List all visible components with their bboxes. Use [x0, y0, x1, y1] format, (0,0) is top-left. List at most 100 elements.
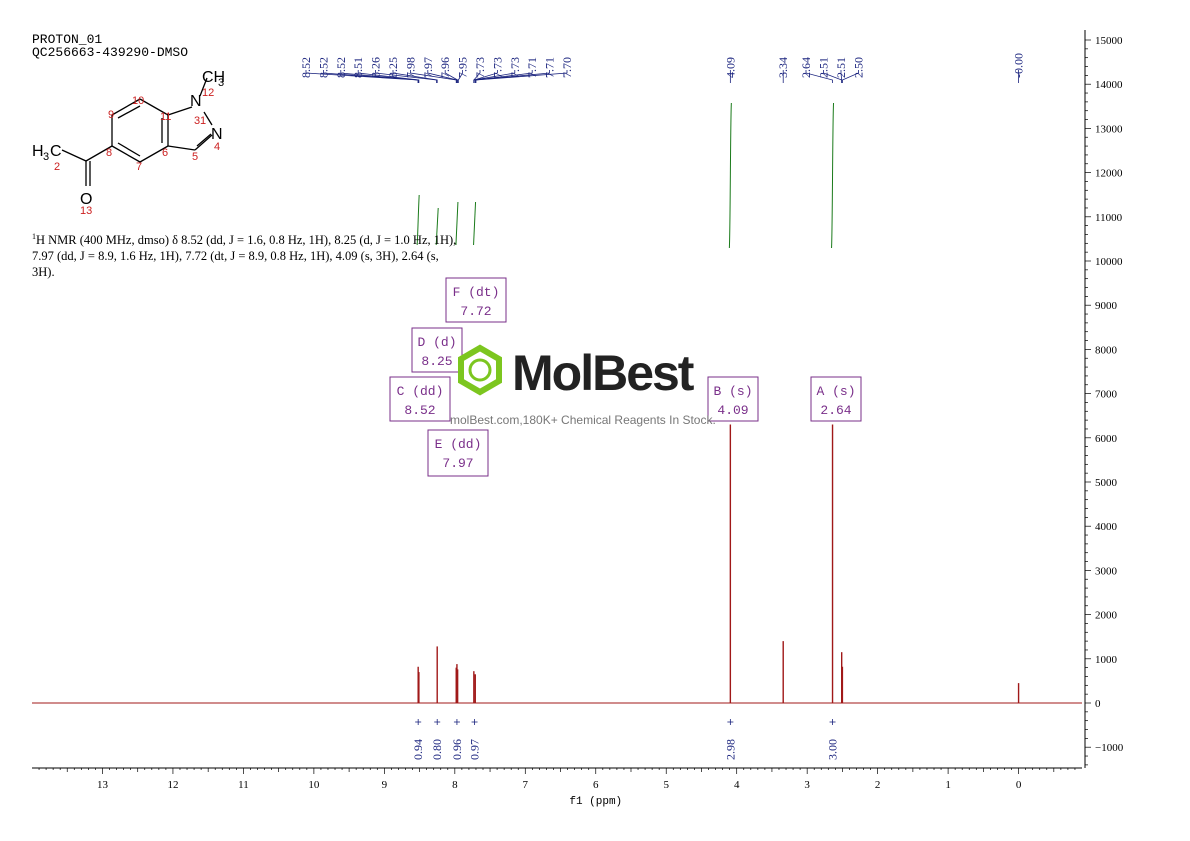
peak-label: 7.95 — [456, 57, 470, 78]
atom-number: 2 — [54, 161, 60, 173]
multiplet-label: F (dt) — [453, 285, 500, 300]
multiplet-shift: 8.52 — [404, 403, 435, 418]
atom-subscript: 3 — [43, 151, 49, 163]
multiplet-box — [445, 277, 507, 323]
molecule-bond — [167, 145, 196, 151]
integral-curve — [728, 102, 732, 249]
integral-curve — [831, 102, 835, 249]
y-tick-label: 13000 — [1095, 123, 1123, 135]
x-axis-label: f1 (ppm) — [569, 796, 622, 808]
y-tick-label: 12000 — [1095, 168, 1123, 180]
x-tick-label: 9 — [382, 779, 388, 791]
y-tick-label: 8000 — [1095, 344, 1118, 356]
peak-label: 7.97 — [421, 57, 435, 78]
peak-label: 7.73 — [473, 57, 487, 78]
peak-label-leader — [392, 70, 438, 83]
x-tick-label: 4 — [734, 779, 740, 791]
multiplet-box — [411, 327, 463, 373]
atom-number: 1 — [200, 115, 206, 127]
watermark-subtitle: molBest.com,180K+ Chemical Reagents In S… — [450, 413, 716, 427]
multiplet-box — [707, 376, 759, 422]
peak-label: 4.09 — [723, 57, 737, 78]
molecule-bond — [139, 98, 169, 116]
peak-label-leader — [473, 70, 516, 83]
peak-label-leader — [427, 70, 458, 83]
peak-label-leader — [474, 70, 550, 83]
integral-value: 0.97 — [468, 739, 482, 760]
atom-number: 7 — [136, 161, 142, 173]
y-tick-label: 5000 — [1095, 477, 1118, 489]
multiplet-shift: 7.97 — [442, 456, 473, 471]
molecule-bond — [85, 145, 113, 162]
y-tick-label: 3000 — [1095, 565, 1118, 577]
x-tick-label: 11 — [238, 779, 249, 791]
integral-value: 0.80 — [430, 739, 444, 760]
x-tick-label: 1 — [945, 779, 951, 791]
molecule-bond — [61, 149, 87, 162]
nmr-description: 1H NMR (400 MHz, dmso) δ 8.52 (dd, J = 1… — [32, 229, 462, 280]
peak-label-leader — [805, 70, 833, 83]
integral-curve — [455, 201, 459, 246]
peak-label: 8.52 — [299, 57, 313, 78]
atom-label: N — [211, 126, 223, 143]
atom-number: 3 — [194, 115, 200, 127]
peak-label-leader — [475, 70, 568, 83]
integral-curve — [473, 201, 477, 246]
atom-label: N — [190, 93, 202, 110]
x-tick-label: 7 — [523, 779, 529, 791]
y-tick-label: 6000 — [1095, 433, 1118, 445]
molecule-bond — [196, 133, 212, 147]
x-tick-label: 12 — [167, 779, 178, 791]
peak-label: 8.52 — [334, 57, 348, 78]
atom-label: C — [50, 143, 62, 160]
peak-label: 8.26 — [369, 57, 383, 78]
x-tick-label: 2 — [875, 779, 881, 791]
peak-label-leader — [444, 70, 459, 83]
peak-label: 7.70 — [560, 57, 574, 78]
y-tick-label: 0 — [1095, 698, 1101, 710]
molecule-bond — [203, 111, 213, 126]
peak-label: 7.73 — [508, 57, 522, 78]
molecule-bond — [111, 98, 141, 116]
peak-label-leader — [840, 70, 843, 83]
multiplet-label: B (s) — [713, 384, 752, 399]
atom-number: 6 — [162, 147, 168, 159]
peak-label-leader — [340, 70, 419, 83]
peak-label-leader — [842, 70, 859, 83]
peak-label-leader — [357, 70, 420, 83]
peak-label: 7.73 — [490, 57, 504, 78]
y-tick-label: 15000 — [1095, 35, 1123, 47]
atom-number: 11 — [160, 111, 171, 123]
multiplet-box — [810, 376, 862, 422]
integral-value: 0.96 — [450, 739, 464, 760]
y-tick-label: 4000 — [1095, 521, 1118, 533]
nmr-description-text: H NMR (400 MHz, dmso) δ 8.52 (dd, J = 1.… — [32, 233, 457, 280]
atom-number: 5 — [192, 151, 198, 163]
peak-label: 7.96 — [438, 57, 452, 78]
multiplet-label: D (d) — [417, 335, 456, 350]
peak-label: 8.51 — [351, 57, 365, 78]
x-tick-label: 6 — [593, 779, 599, 791]
peak-label: 2.51 — [834, 57, 848, 78]
y-tick-label: 2000 — [1095, 610, 1118, 622]
isotope-superscript: 1 — [32, 232, 36, 241]
atom-number: 8 — [106, 147, 112, 159]
atom-label: CH — [202, 69, 225, 86]
y-tick-label: 7000 — [1095, 389, 1118, 401]
molecule-bond — [117, 105, 141, 119]
atom-number: 4 — [214, 141, 220, 153]
multiplet-label: A (s) — [816, 384, 855, 399]
atom-number: 9 — [108, 109, 114, 121]
peak-label-leader — [375, 70, 437, 83]
peak-label: 7.98 — [403, 57, 417, 78]
x-tick-label: 13 — [97, 779, 109, 791]
peak-label: 8.25 — [386, 57, 400, 78]
peak-label: 2.51 — [817, 57, 831, 78]
multiplet-shift: 2.64 — [820, 403, 851, 418]
multiplet-boxes: C (dd)8.52D (d)8.25F (dt)7.72E (dd)7.97B… — [389, 277, 862, 477]
peak-label: 7.71 — [525, 57, 539, 78]
watermark-brand: MolBest — [512, 345, 694, 401]
spectrum — [32, 424, 1082, 704]
